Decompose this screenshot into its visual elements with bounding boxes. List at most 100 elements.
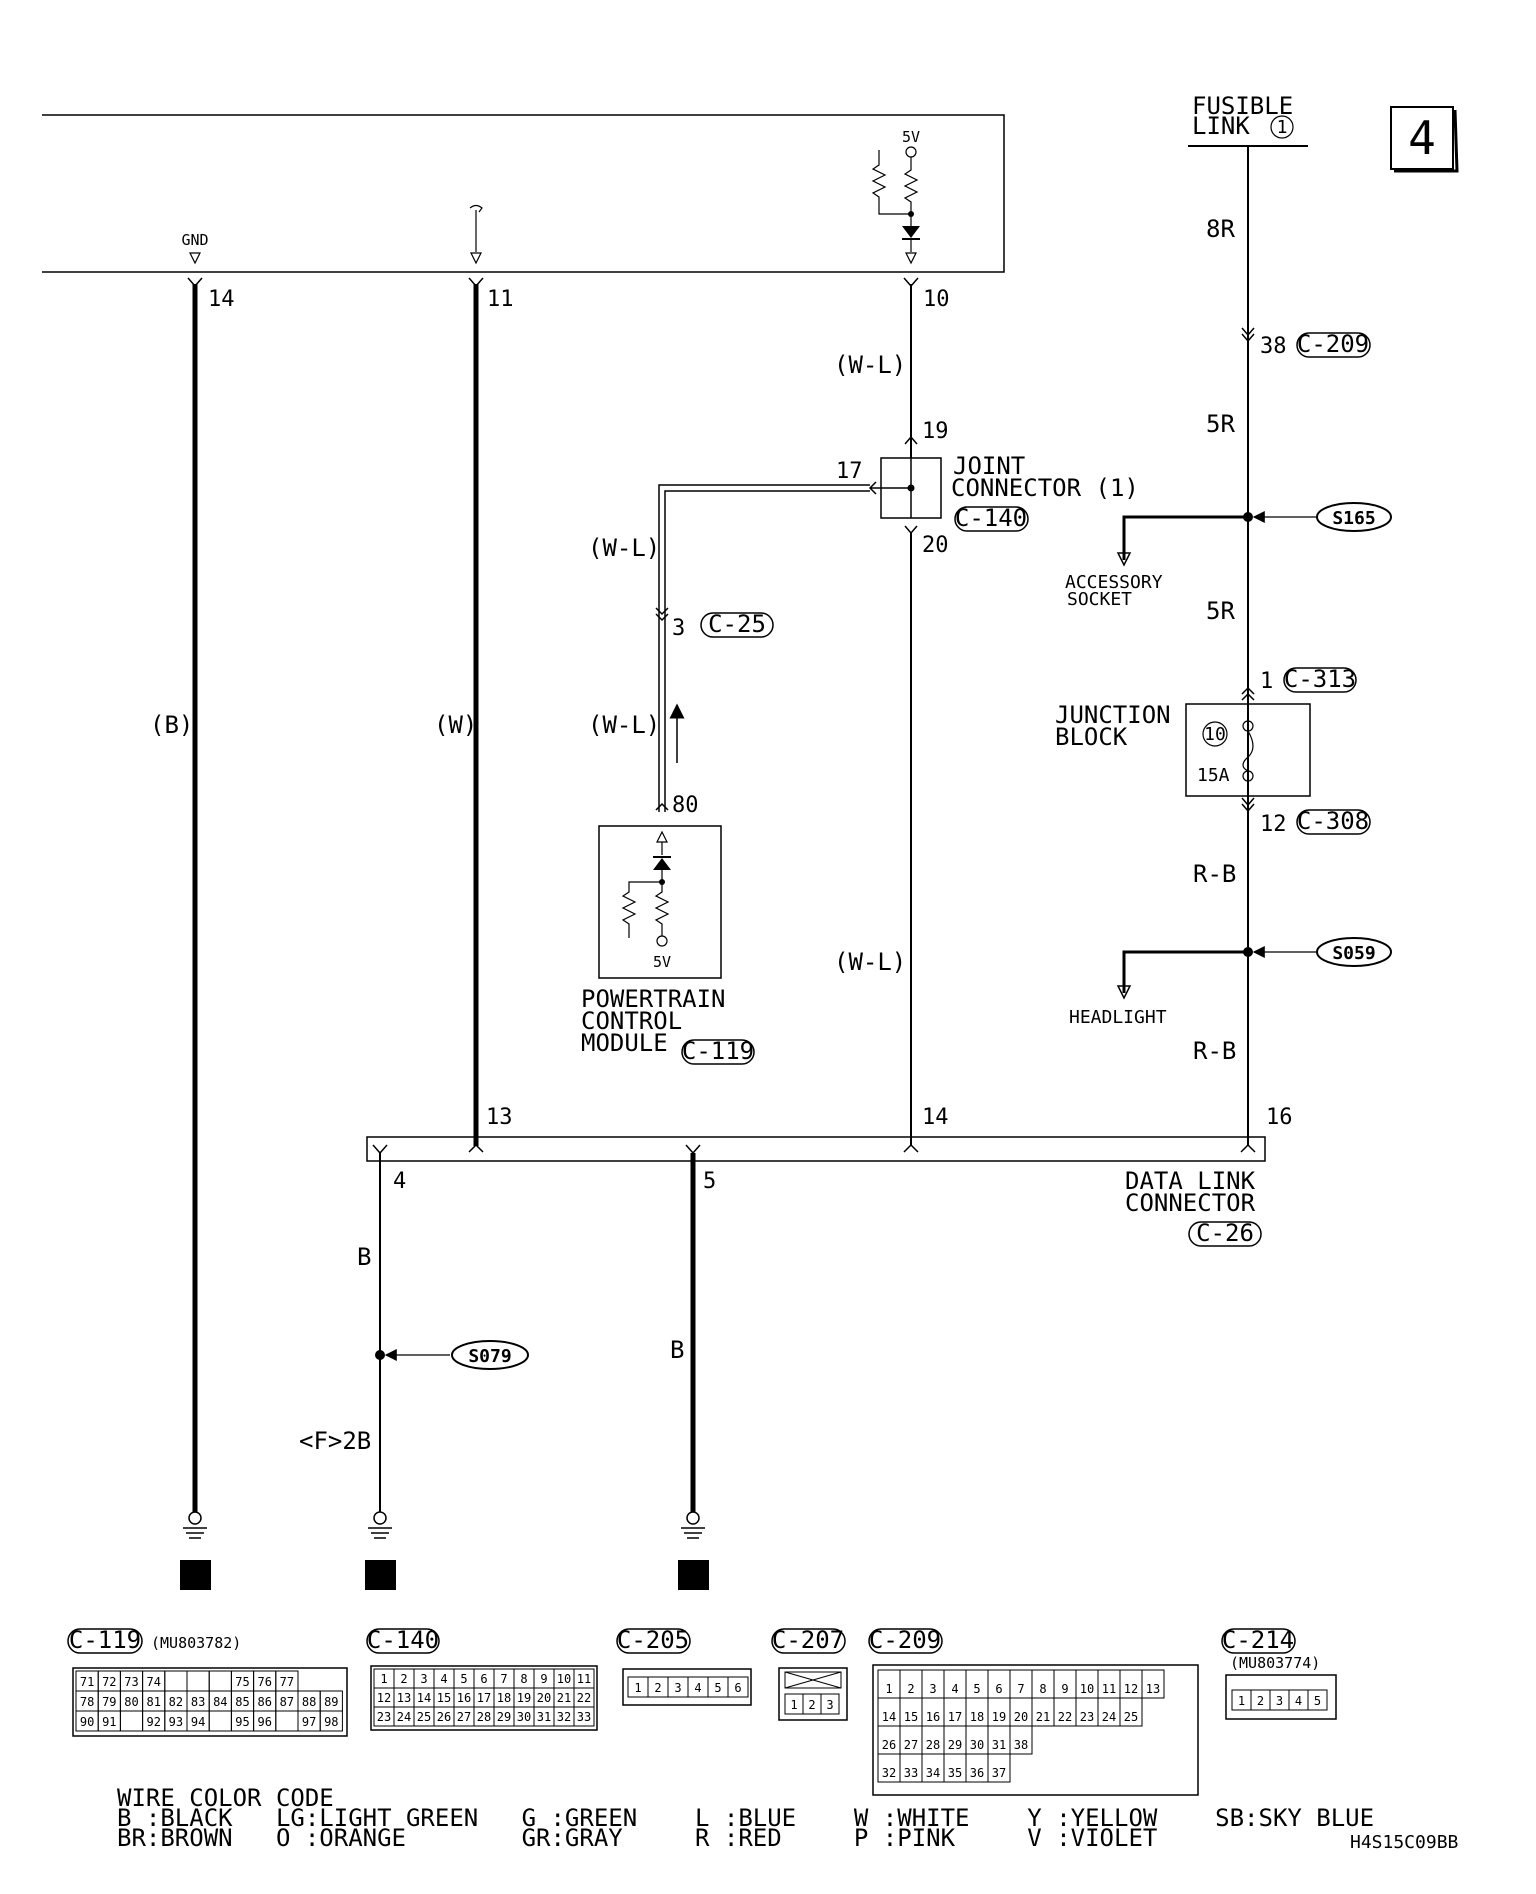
connector-pin-number: 27 [904,1738,918,1752]
diode-icon [653,858,671,870]
connector-pin-number: 2 [654,1681,661,1695]
connector-pin-number: 16 [457,1691,471,1705]
connector-pin-number: 31 [537,1710,551,1724]
connector-pin-number: 4 [951,1682,958,1696]
color-code-line1: B :BLACK LG:LIGHT GREEN G :GREEN L :BLUE… [117,1804,1374,1832]
wire-label-b-2: B [670,1336,684,1364]
connector-pin-number: 1 [885,1682,892,1696]
connector-pin-number: 6 [995,1682,1002,1696]
connector-pin-number: 3 [420,1672,427,1686]
connector-cavity [573,1706,595,1727]
connector-pin-number: 22 [577,1691,591,1705]
connector-pin-number: 5 [1314,1694,1321,1708]
input-terminal-icon [470,252,482,265]
connector-pin-number: 78 [80,1695,94,1709]
connector-pin-number: 4 [1295,1694,1302,1708]
splice-s059-label: S059 [1332,943,1375,964]
connector-view-c207-name: C-207 [772,1626,844,1654]
accessory-label-line2: SOCKET [1067,589,1132,610]
connector-pin-number: 18 [497,1691,511,1705]
fuse-rating: 15A [1197,765,1230,786]
fuse-number: 10 [1204,724,1226,745]
connector-pin-number: 74 [146,1675,160,1689]
dlc-pin-14: 14 [922,1105,949,1130]
pcm-5v-label: 5V [653,953,671,971]
splice-s059: S059 HEADLIGHT [1069,937,1392,1028]
connector-pin-number: 2 [1257,1694,1264,1708]
connector-cavity [275,1710,299,1732]
connector-pin-number: 13 [397,1691,411,1705]
wire-label-wl-left: (W-L) [588,534,660,562]
connector-pin-number: 16 [926,1710,940,1724]
jb-out-connector: C-308 [1297,807,1369,835]
junction-block: 1 C-313 JUNCTION BLOCK 10 15A 12 C-308 [1055,665,1371,837]
connector-pin-number: 30 [970,1738,984,1752]
connector-pin-number: 5 [460,1672,467,1686]
connector-pin-number: 15 [904,1710,918,1724]
jb-in-pin: 1 [1260,669,1273,694]
pcm-label-line2: CONTROL [581,1007,682,1035]
connector-pin-number: 12 [1124,1682,1138,1696]
connector-pin-number: 7 [1017,1682,1024,1696]
connector-cavity [1307,1689,1328,1711]
splice-s165: S165 ACCESSORY SOCKET [1065,502,1392,610]
jc-pin-19: 19 [922,419,949,444]
connector-pin-number: 22 [1058,1710,1072,1724]
connector-pin-number: 23 [377,1710,391,1724]
connector-pin-number: 37 [992,1766,1006,1780]
connector-pin-number: 26 [437,1710,451,1724]
connector-pin-number: 3 [1276,1694,1283,1708]
connector-pin-number: 9 [1061,1682,1068,1696]
ground-number: 15 [181,1562,210,1590]
connector-pin-number: 94 [191,1715,205,1729]
wire-label-b: (B) [150,711,193,739]
connector-pin-number: 77 [280,1675,294,1689]
jb-out-pin: 12 [1260,812,1287,837]
connector-pin-number: 29 [497,1710,511,1724]
connector-pin-number: 36 [970,1766,984,1780]
connector-pin-number: 19 [992,1710,1006,1724]
connector-pin-number: 84 [213,1695,227,1709]
connector-pin-number: 75 [235,1675,249,1689]
wire-label-wl-top: (W-L) [834,351,906,379]
connector-pin-number: 11 [1102,1682,1116,1696]
connector-pin-number: 2 [808,1698,815,1712]
connector-pin-number: 28 [926,1738,940,1752]
connector-view-c214-part: (MU803774) [1230,1654,1320,1672]
connector-pin-number: 92 [146,1715,160,1729]
color-code-line2: BR:BROWN O :ORANGE GR:GRAY R :RED P :PIN… [117,1824,1157,1852]
connector-pin-number: 9 [540,1672,547,1686]
dlc-pin-13: 13 [486,1105,513,1130]
c25-connector-id: C-25 [708,610,766,638]
splice-s165-label: S165 [1332,508,1375,529]
connector-view-c119-part: (MU803782) [151,1634,241,1652]
connector-pin-number: 1 [1238,1694,1245,1708]
fusible-link: FUSIBLE LINK 1 [1188,92,1308,147]
connector-pin-number: 81 [146,1695,160,1709]
connector-pin-number: 96 [257,1715,271,1729]
headlight-arrow-icon [1116,985,1132,1000]
connector-pin-number: 3 [674,1681,681,1695]
gnd-label: GND [181,231,208,249]
connector-pin-number: 76 [257,1675,271,1689]
connector-pin-number: 71 [80,1675,94,1689]
connector-pin-number: 98 [324,1715,338,1729]
dlc-connector-id: C-26 [1196,1219,1254,1247]
connector-view-c205-name: C-205 [617,1626,689,1654]
connector-pin-number: 33 [577,1710,591,1724]
accessory-arrow-icon [1116,552,1132,567]
wire-label-b-1: B [357,1243,371,1271]
connector-pin-number: 17 [948,1710,962,1724]
connector-pin-number: 86 [257,1695,271,1709]
wire-label-rb-1: R-B [1193,860,1236,888]
connector-pin-number: 1 [790,1698,797,1712]
wire-label-rb-2: R-B [1193,1037,1236,1065]
top-module-pins: 14 11 10 [187,277,950,312]
connector-pin-number: 1 [380,1672,387,1686]
ground-13: 13 [678,1511,709,1590]
connector-pin-number: 24 [1102,1710,1116,1724]
connector-pin-number: 3 [826,1698,833,1712]
